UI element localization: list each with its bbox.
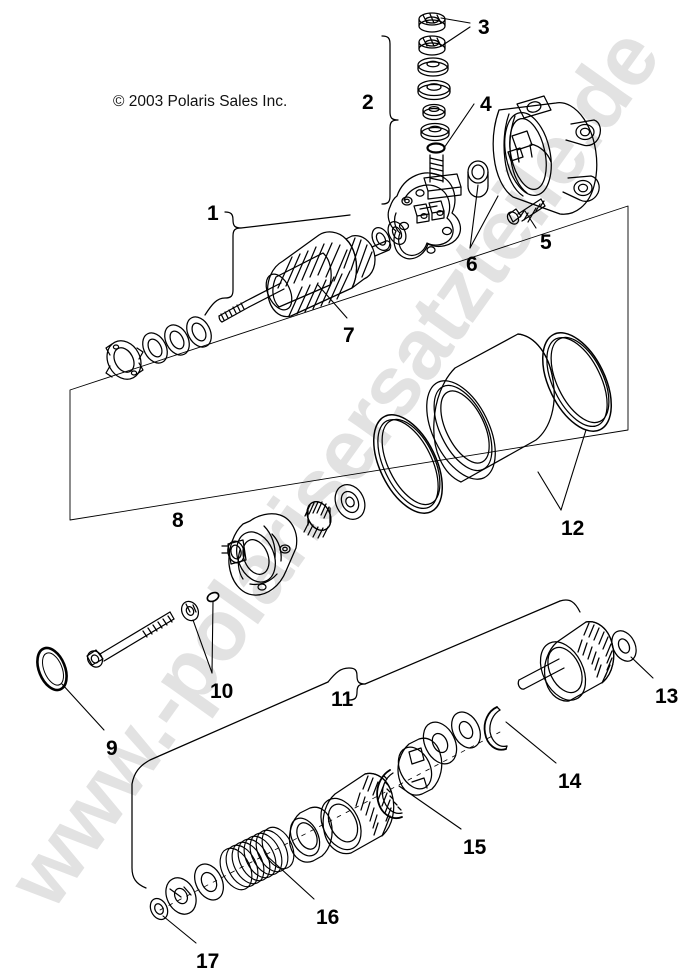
armature-washers — [142, 316, 212, 364]
callout-12: 12 — [561, 517, 585, 540]
o-ring-9 — [36, 646, 68, 692]
callout-4: 4 — [480, 93, 492, 116]
callout-16: 16 — [316, 906, 340, 929]
drive-gear-shaft — [376, 621, 637, 819]
retaining-plate — [105, 340, 144, 380]
callout-9: 9 — [106, 737, 118, 760]
callout-2: 2 — [362, 91, 374, 114]
brush-holder-plate — [387, 172, 462, 260]
callout-8: 8 — [172, 509, 184, 532]
leader-lines — [61, 17, 654, 944]
terminal-stud-stack — [417, 12, 451, 183]
callout-10: 10 — [210, 680, 234, 703]
end-cap-housing — [492, 95, 601, 215]
bracket-1 — [204, 211, 351, 316]
callout-13: 13 — [655, 685, 679, 708]
callout-3: 3 — [478, 16, 490, 39]
armature-7 — [218, 221, 407, 323]
bracket-11 — [131, 599, 581, 889]
drive-bearings — [303, 484, 366, 539]
callout-6: 6 — [466, 253, 478, 276]
callout-11: 11 — [331, 688, 354, 711]
callout-5: 5 — [540, 231, 552, 254]
bracket-2 — [381, 35, 399, 205]
drive-end-housing-8 — [221, 513, 298, 596]
callout-1: 1 — [207, 202, 219, 225]
callout-17: 17 — [196, 950, 220, 970]
callout-7: 7 — [343, 324, 355, 347]
copyright-notice: © 2003 Polaris Sales Inc. — [113, 93, 288, 110]
bushing-6 — [467, 160, 489, 198]
clutch-spring-assembly — [149, 731, 501, 921]
callout-15: 15 — [463, 836, 487, 859]
through-bolt-10 — [86, 591, 220, 668]
callout-14: 14 — [558, 770, 582, 793]
field-coil-housing — [372, 332, 613, 514]
group-enclosure-outline — [69, 205, 629, 521]
